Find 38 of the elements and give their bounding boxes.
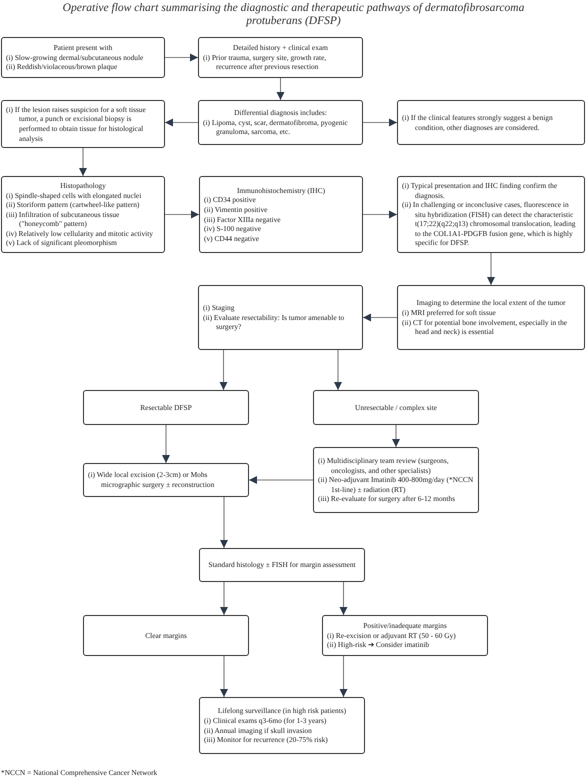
process-box [1, 100, 165, 148]
arrow [276, 78, 284, 100]
arrow [248, 476, 314, 484]
arrow [362, 118, 398, 126]
diagram-title: Operative flow chart summarising the diagnostic and therapeutic pathways of dermatofibrosarcoma protuberans (DFSP) [62, 2, 526, 28]
arrow [220, 496, 228, 548]
process-box [198, 37, 363, 78]
arrow [79, 148, 87, 176]
arrow [340, 582, 348, 616]
arrow [220, 582, 228, 616]
arrow [487, 252, 495, 286]
process-box [83, 390, 249, 425]
arrow [164, 54, 198, 62]
process-box [83, 463, 249, 497]
arrow [334, 350, 342, 390]
process-box [397, 285, 585, 350]
process-box [199, 548, 365, 582]
arrow [362, 314, 398, 322]
process-box [199, 176, 363, 253]
process-box [322, 615, 488, 656]
process-box [313, 390, 479, 425]
arrow [220, 656, 228, 698]
process-box [199, 697, 365, 754]
process-box [83, 615, 249, 656]
process-box [1, 176, 165, 253]
arrow [220, 350, 228, 390]
process-box [198, 285, 363, 350]
arrow [162, 424, 170, 464]
arrow [362, 210, 398, 218]
arrow [340, 656, 348, 698]
arrow [392, 424, 400, 448]
process-box [313, 447, 479, 513]
process-box [397, 100, 585, 145]
arrow [164, 210, 200, 218]
process-box [1, 37, 165, 78]
process-box [198, 100, 363, 145]
arrow [164, 118, 198, 126]
process-box [397, 176, 585, 253]
